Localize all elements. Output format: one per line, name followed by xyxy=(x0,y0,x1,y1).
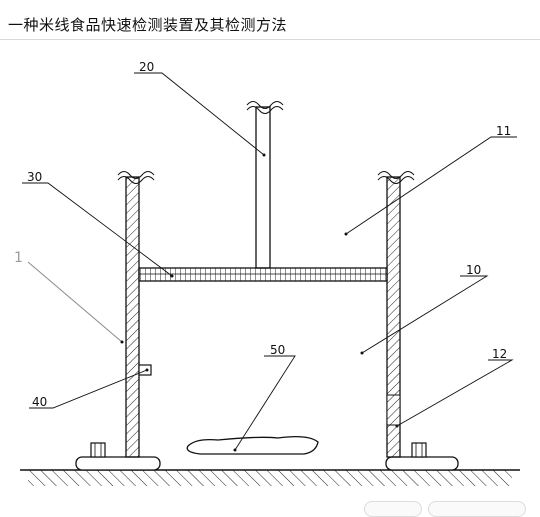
bottom-button-left[interactable] xyxy=(364,501,422,517)
leader-lines xyxy=(22,72,517,451)
label-50: 50 xyxy=(270,343,285,357)
page-title: 一种米线食品快速检测装置及其检测方法 xyxy=(8,16,288,34)
leader-dots xyxy=(120,153,399,452)
ground xyxy=(20,469,520,486)
base-plates xyxy=(75,442,459,471)
press-plate xyxy=(138,267,388,282)
label-12: 12 xyxy=(492,347,507,361)
label-1: 1 xyxy=(14,250,23,266)
label-20: 20 xyxy=(139,60,154,74)
label-10: 10 xyxy=(466,263,481,277)
title-bar: 一种米线食品快速检测装置及其检测方法 xyxy=(0,0,540,40)
label-11: 11 xyxy=(496,124,511,138)
left-wall xyxy=(117,171,155,458)
noodle-sample xyxy=(186,436,319,455)
label-40: 40 xyxy=(32,395,47,409)
right-wall xyxy=(377,171,415,458)
vertical-rod xyxy=(246,101,284,269)
sensor-box xyxy=(138,364,152,376)
patent-drawing: 20 11 30 1 10 50 12 40 xyxy=(14,60,520,486)
label-30: 30 xyxy=(27,170,42,184)
bottom-button-right[interactable] xyxy=(428,501,526,517)
leader-line-gray xyxy=(27,261,123,343)
